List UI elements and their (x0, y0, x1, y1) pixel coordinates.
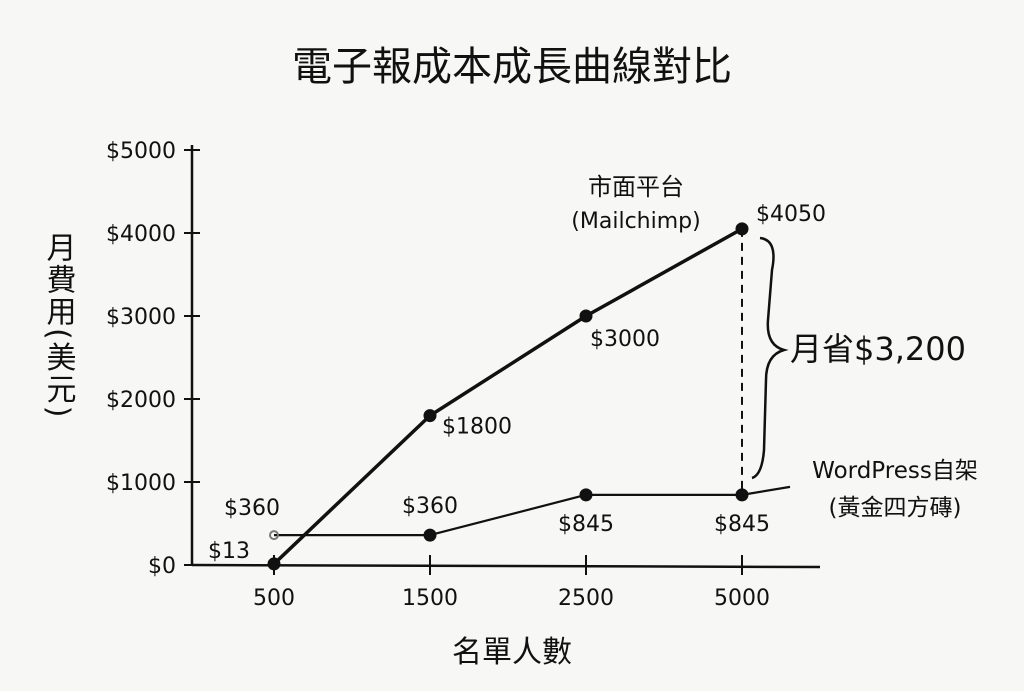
series-label-wordpress: WordPress自架 (黃金四方磚) (812, 458, 978, 521)
chart-title: 電子報成本成長曲線對比 (292, 44, 732, 90)
data-point (423, 409, 437, 423)
y-tick-label: $0 (148, 554, 176, 579)
chart-labels: $13 $1800 $3000 $4050 $360 $360 $845 $845 (208, 202, 826, 564)
data-label: $3000 (590, 327, 660, 352)
series-name: 市面平台 (588, 173, 684, 201)
y-tick-label: $3000 (106, 305, 176, 330)
x-tick-label: 1500 (402, 586, 458, 611)
savings-label: 月省$3,200 (790, 330, 966, 368)
data-label: $360 (224, 496, 280, 521)
data-label: $360 (402, 494, 458, 519)
y-tick-label: $4000 (106, 222, 176, 247)
series-name: WordPress自架 (812, 458, 978, 484)
chart-marks (267, 222, 791, 571)
series-label-mailchimp: 市面平台 (Mailchimp) (571, 173, 700, 234)
axes: $0 $1000 $2000 $3000 $4000 $5000 500 1500 2500 50… (106, 139, 821, 611)
data-label: $4050 (756, 202, 826, 227)
series-line-1 (274, 485, 791, 537)
data-point (579, 309, 593, 323)
data-point (423, 528, 437, 542)
y-tick-label: $1000 (106, 471, 176, 496)
y-axis-label: 月費用(美元) (41, 232, 77, 419)
data-point (267, 557, 281, 571)
data-point (269, 530, 279, 541)
series-name-sub: (黃金四方磚) (829, 495, 962, 521)
series-name-sub: (Mailchimp) (571, 209, 700, 234)
x-tick-label: 500 (253, 586, 295, 611)
savings-annotation: 月省$3,200 (751, 236, 966, 480)
y-tick-label: $2000 (106, 388, 176, 413)
x-tick-label: 5000 (714, 586, 770, 611)
data-label: $845 (558, 512, 614, 537)
data-label: $13 (208, 539, 250, 564)
x-axis-line (191, 563, 821, 569)
series-line-0 (272, 227, 743, 566)
x-axis-label: 名單人數 (452, 635, 572, 670)
data-label: $845 (714, 512, 770, 537)
x-tick-label: 2500 (558, 586, 614, 611)
data-label: $1800 (442, 415, 512, 440)
data-point (579, 488, 593, 502)
y-tick-label: $5000 (106, 139, 176, 164)
savings-brace (751, 236, 789, 480)
